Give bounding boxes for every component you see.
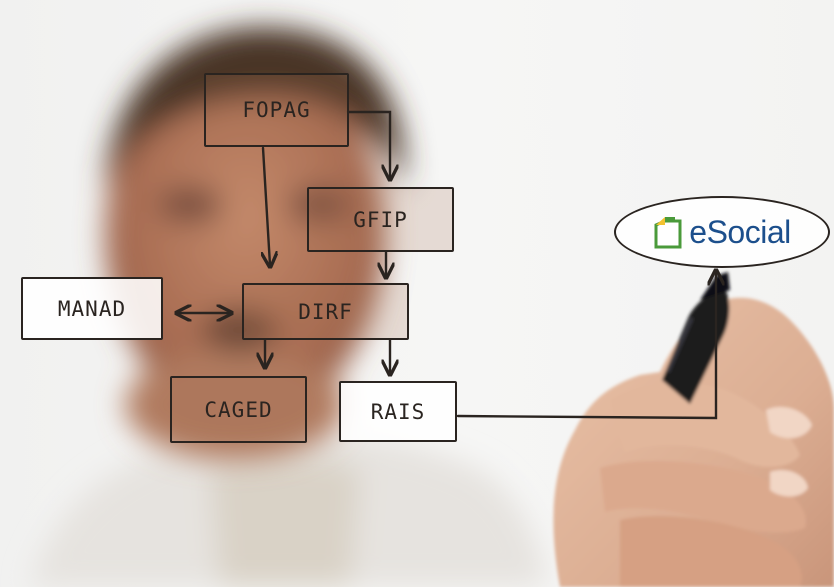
node-gfip: GFIP (307, 187, 454, 252)
edge-rais-esocial (456, 272, 716, 420)
node-manad-label: MANAD (57, 296, 127, 321)
node-caged-label: CAGED (204, 397, 273, 422)
esocial-wordmark: eSocial (689, 213, 791, 250)
node-dirf: DIRF (242, 283, 409, 340)
node-manad: MANAD (21, 277, 163, 340)
node-rais-label: RAIS (370, 399, 426, 424)
node-caged: CAGED (170, 376, 307, 443)
node-rais: RAIS (339, 381, 457, 442)
node-dirf-label: DIRF (298, 299, 353, 324)
esocial-logo: eSocial (614, 196, 830, 268)
edge-fopag-dirf (263, 146, 270, 265)
document-icon (654, 217, 682, 249)
node-fopag: FOPAG (204, 73, 349, 147)
man-shirt (30, 429, 548, 587)
hand-with-marker (553, 272, 834, 587)
node-gfip-label: GFIP (353, 207, 408, 232)
node-fopag-label: FOPAG (242, 98, 311, 122)
edge-fopag-gfip (346, 110, 390, 178)
